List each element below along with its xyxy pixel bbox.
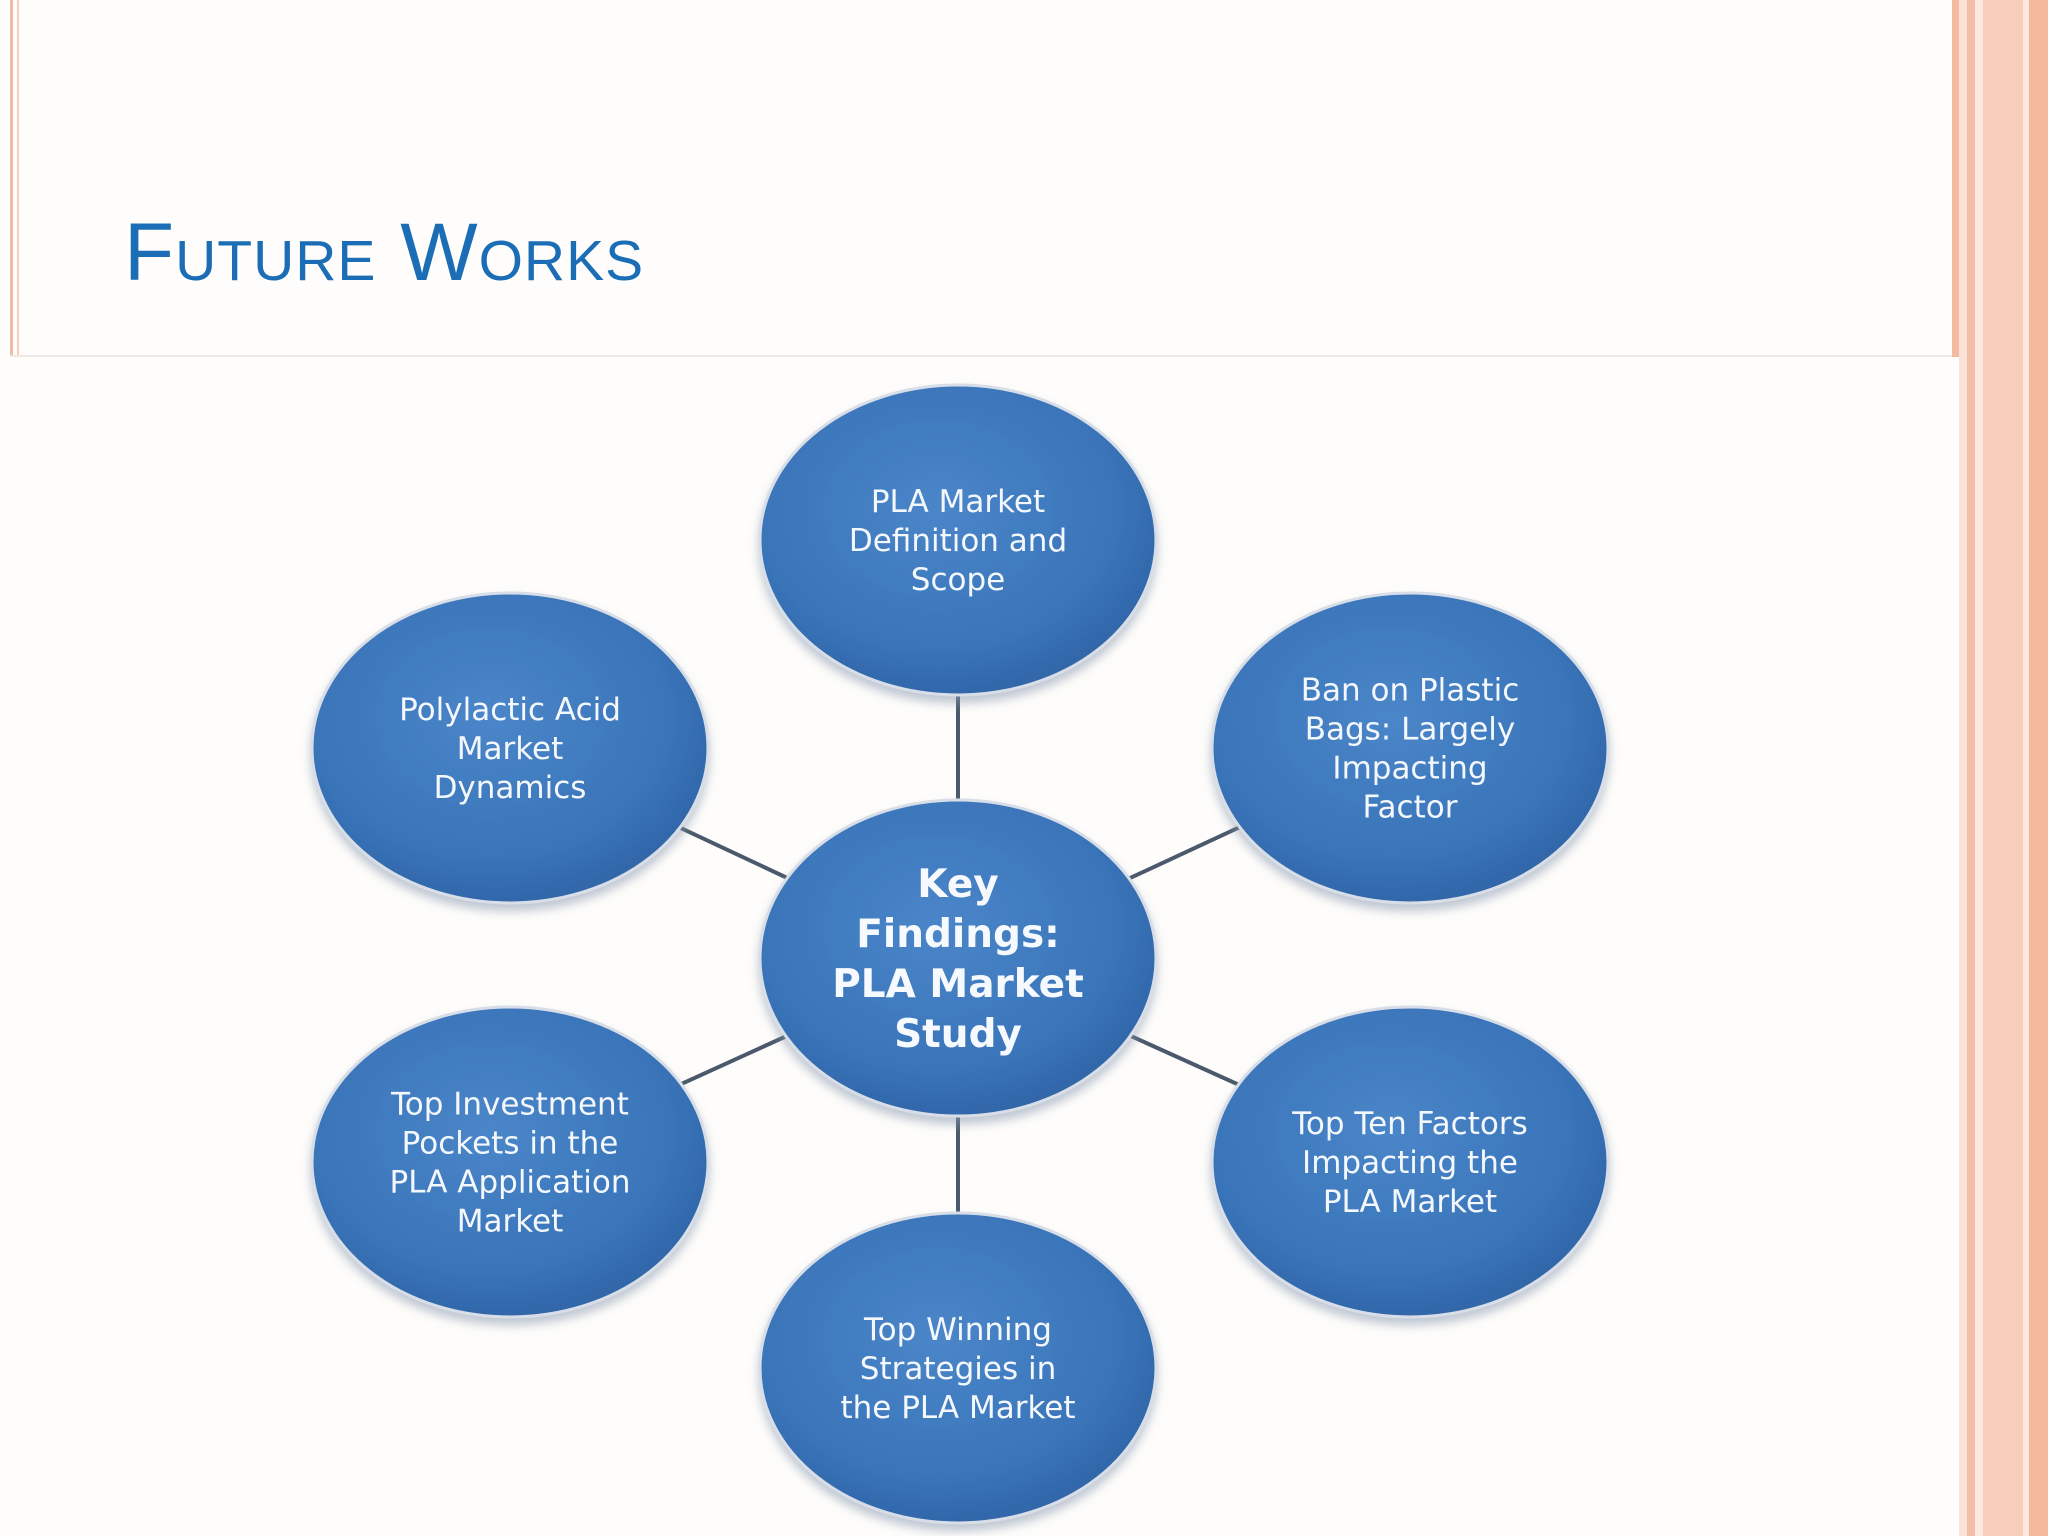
node-upper-left-line-2: Market [457,731,564,767]
node-upper-right-line-4: Factor [1363,790,1458,826]
node-upper-right-line-1: Ban on Plastic [1301,673,1520,709]
left-border-line [10,0,13,357]
node-lower-right-line-2: Impacting the [1302,1145,1518,1181]
node-bottom-line-1: Top Winning [863,1312,1052,1348]
node-upper-left-line-1: Polylactic Acid [399,692,621,728]
center-node-line-3: PLA Market [832,962,1084,1007]
node-upper-right-circle [1210,591,1610,905]
node-upper-right-line-2: Bags: Largely [1305,712,1516,748]
right-decorative-stripes [1952,0,2048,1536]
node-top-line-2: Definition and [849,523,1067,559]
node-lower-right-circle [1210,1005,1610,1319]
slide-title: Future Works [124,207,645,298]
node-lower-right-line-1: Top Ten Factors [1291,1106,1527,1142]
node-upper-left-line-3: Dynamics [434,770,587,806]
node-top-line-3: Scope [911,562,1005,598]
center-node-line-1: Key [917,862,998,907]
center-node-circle [758,798,1158,1118]
node-top-line-1: PLA Market [871,484,1045,520]
node-upper-right-line-3: Impacting [1332,751,1487,787]
node-lower-left-line-2: Pockets in the [402,1126,619,1162]
center-node-line-2: Findings: [856,912,1060,957]
node-upper-left-circle [310,591,710,905]
header-divider [10,355,1960,357]
center-node-line-4: Study [894,1012,1022,1057]
node-bottom-line-3: the PLA Market [840,1390,1075,1426]
node-lower-left-line-4: Market [457,1204,564,1240]
node-top-circle [758,383,1158,697]
node-bottom-circle [758,1211,1158,1525]
left-border-line-inner [17,0,19,357]
node-lower-left-circle [310,1005,710,1319]
node-lower-left-line-3: PLA Application [390,1165,631,1201]
node-bottom-line-2: Strategies in [860,1351,1056,1387]
node-lower-right-line-3: PLA Market [1323,1184,1497,1220]
node-lower-left-line-1: Top Investment [390,1087,629,1123]
